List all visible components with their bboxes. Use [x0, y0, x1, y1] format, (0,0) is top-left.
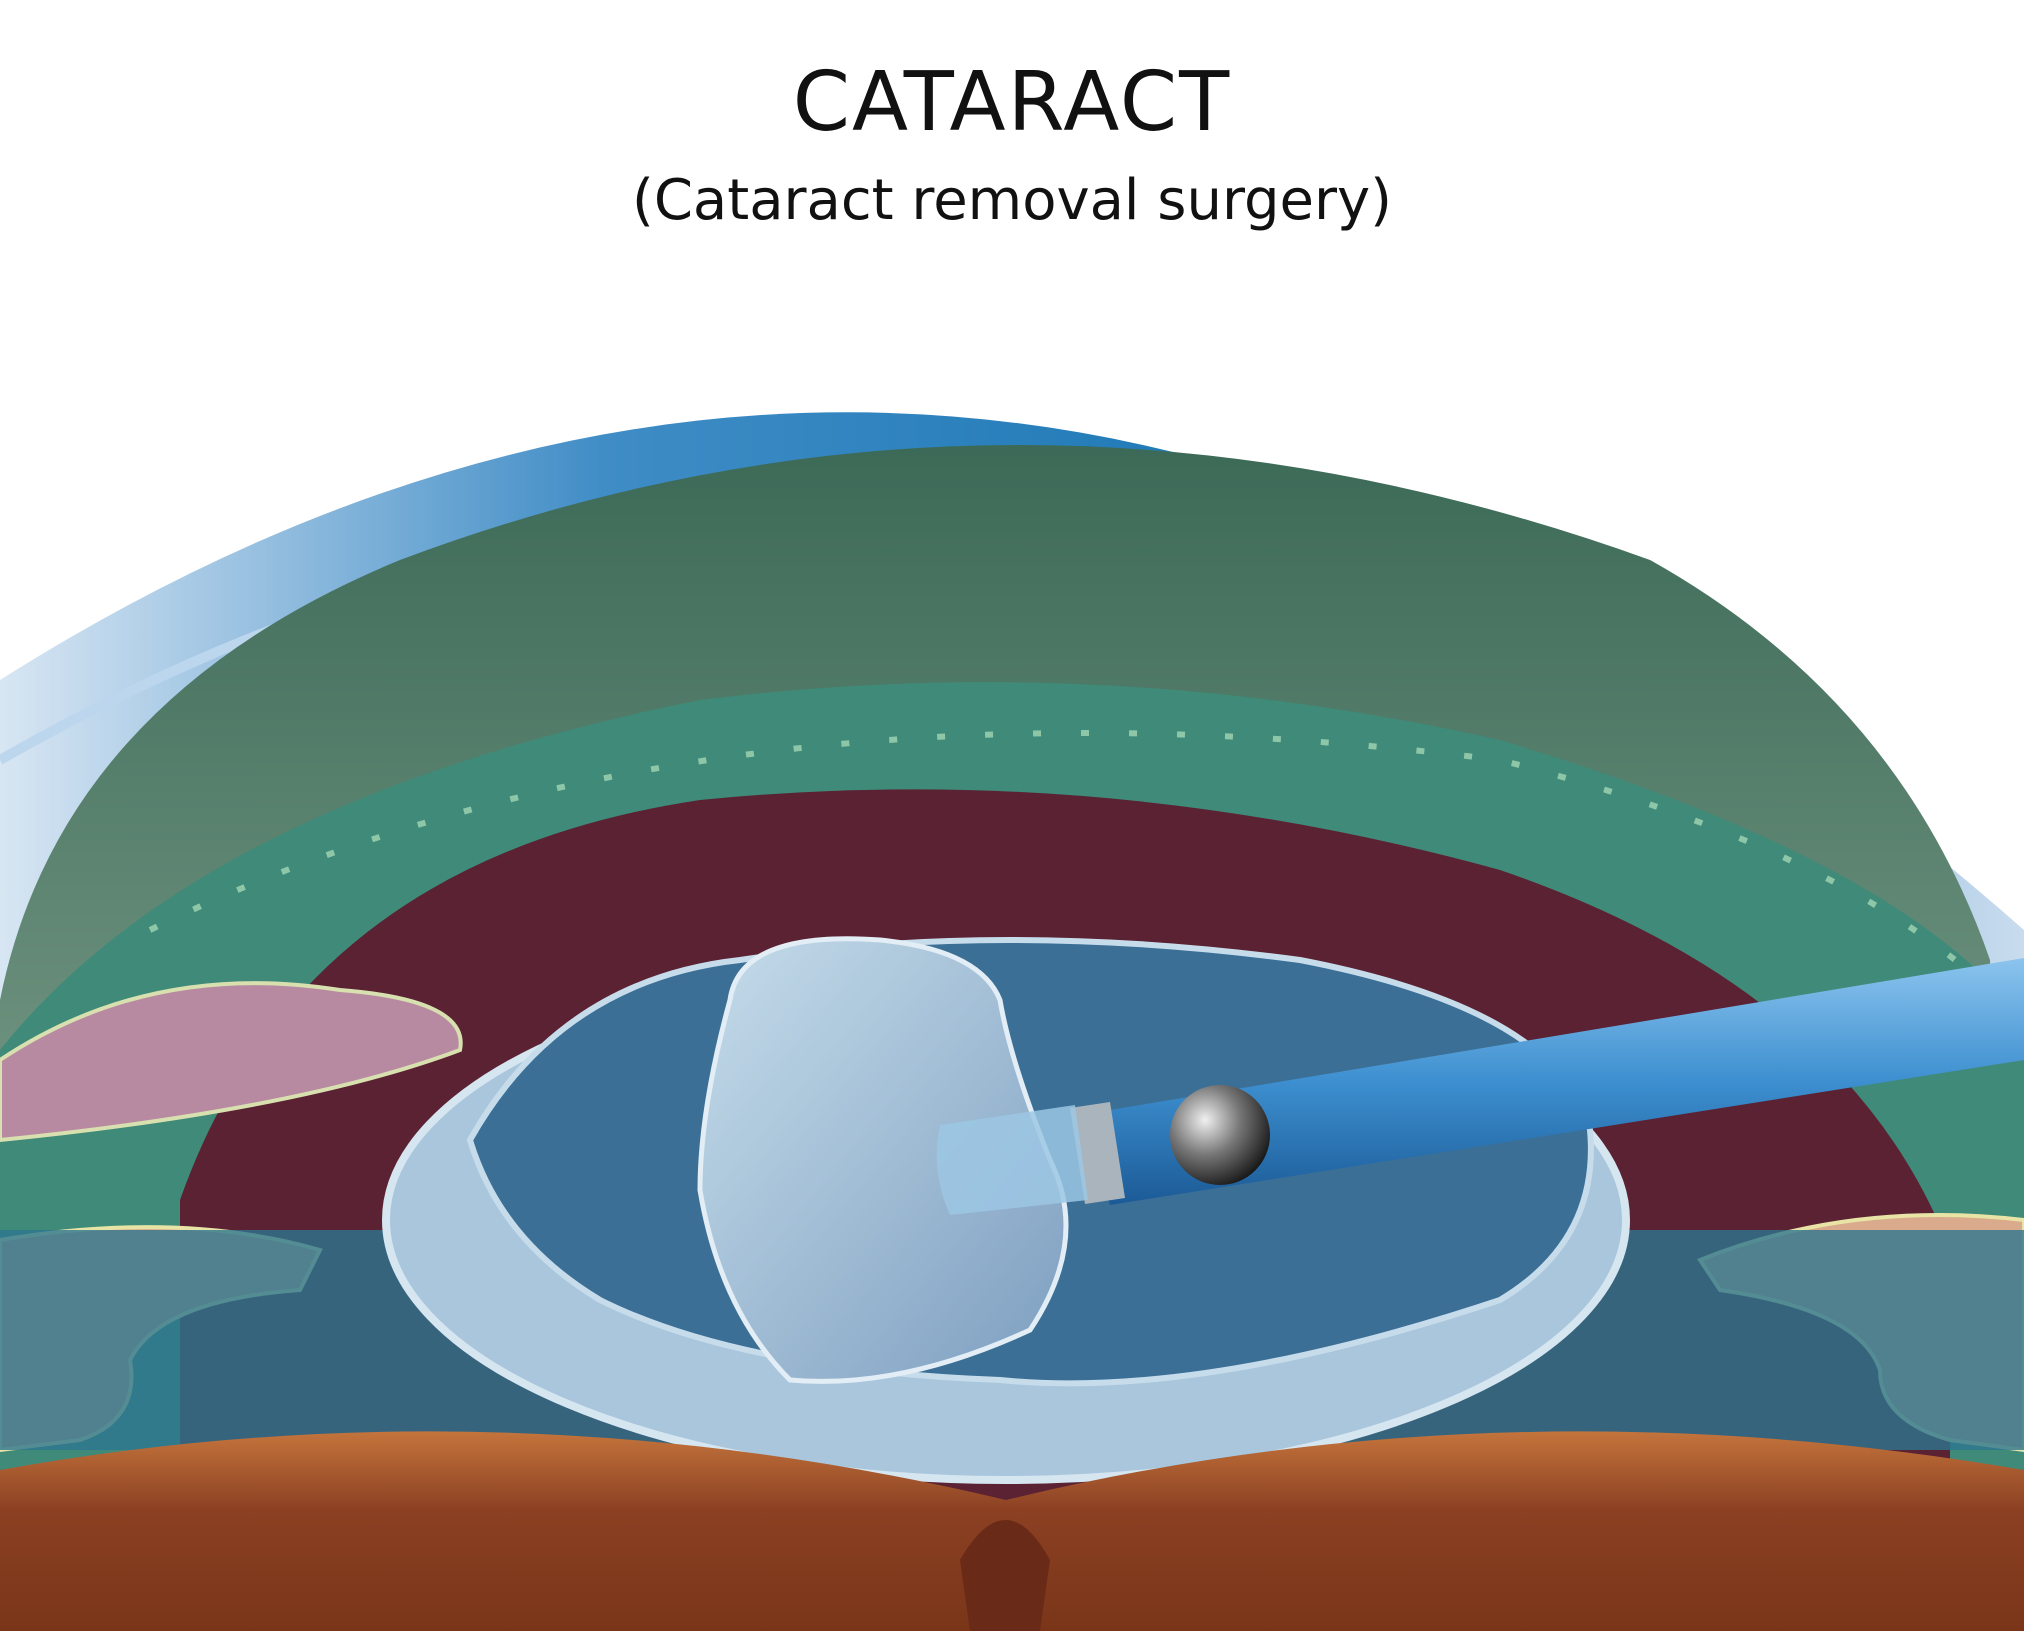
optic-groove [960, 1520, 1050, 1631]
probe-ball [1170, 1085, 1270, 1185]
cataract-fragment [697, 936, 1069, 1384]
diagram-subtitle: (Cataract removal surgery) [631, 168, 1393, 233]
left-tissue-upper [0, 981, 463, 1143]
diagram-title: CATARACT [792, 55, 1232, 150]
probe-tip [936, 1105, 1088, 1215]
phaco-probe [936, 958, 2024, 1215]
probe-shaft [1080, 958, 2024, 1205]
